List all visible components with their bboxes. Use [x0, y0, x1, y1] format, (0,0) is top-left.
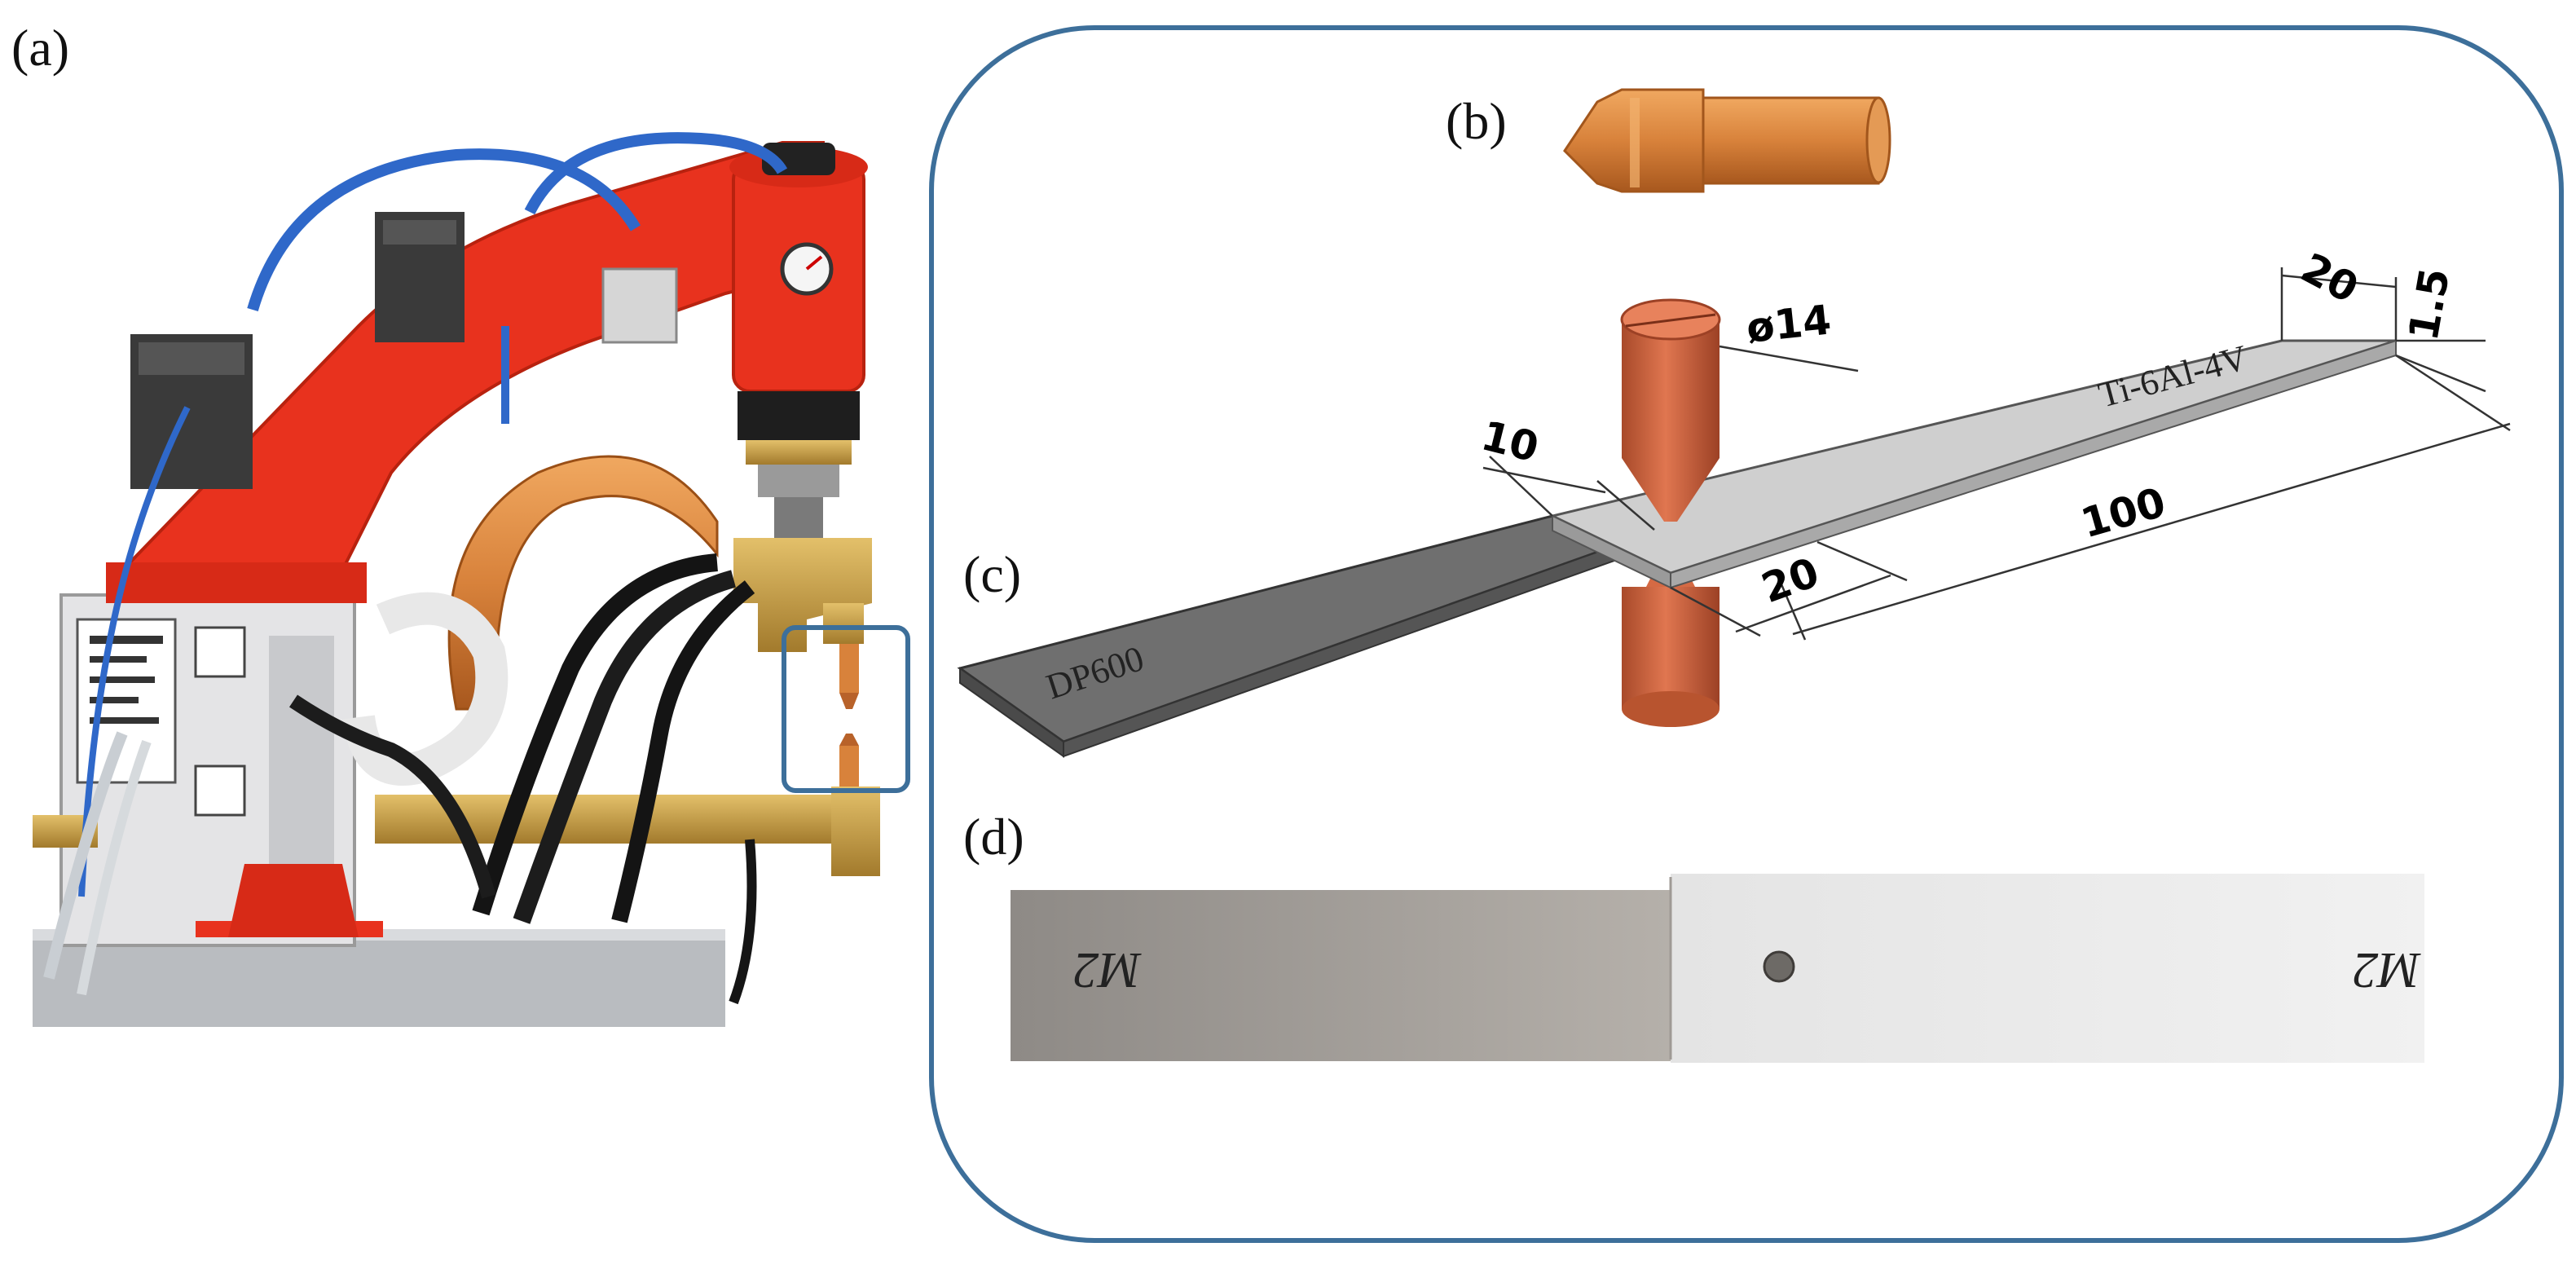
panel-a-label: (a) — [11, 19, 69, 77]
lap-joint-schematic: DP600 Ti-6Al-4V ø14 20 1.5 — [957, 244, 2511, 758]
dim-offset: 10 — [1477, 412, 1543, 471]
electrode-highlight-box — [782, 625, 910, 793]
sample-mark-left: M2 — [1073, 942, 1142, 998]
panel-c-label: (c) — [963, 545, 1021, 603]
panel-d-label: (d) — [963, 808, 1024, 866]
detail-frame — [929, 25, 2564, 1243]
dim-thickness: 1.5 — [2400, 265, 2459, 344]
dim-width: 20 — [2293, 244, 2366, 312]
sample-mark-right: M2 — [2353, 942, 2421, 998]
lower-electrode-tip — [839, 746, 859, 791]
steel-strip — [1011, 890, 1671, 1061]
dp600-sheet: DP600 — [957, 514, 1700, 758]
welded-sample: M2 M2 — [1011, 874, 2424, 1063]
welding-machine — [33, 132, 910, 1027]
titanium-strip — [1671, 874, 2424, 1063]
dim-diameter: ø14 — [1744, 296, 1833, 352]
weld-spot — [1763, 950, 1795, 983]
panel-b-label: (b) — [1446, 92, 1507, 150]
dim-length: 100 — [2076, 478, 2170, 548]
upper-electrode — [1620, 298, 1721, 522]
upper-electrode-tip — [839, 644, 859, 693]
electrode-cap — [1563, 88, 1891, 193]
copper-shunt — [447, 455, 719, 711]
